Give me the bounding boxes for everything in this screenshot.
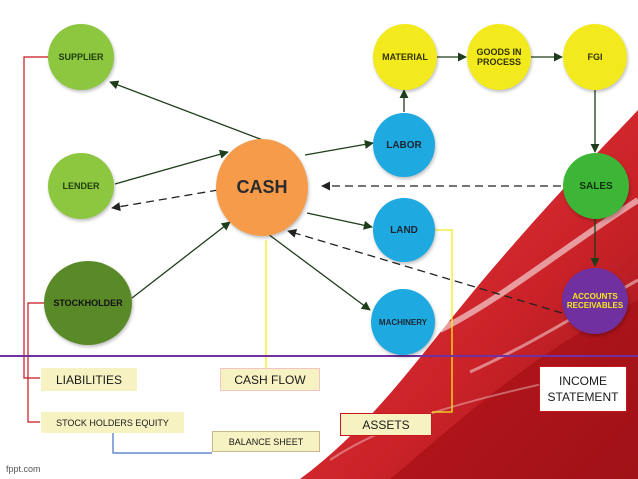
label-balance-sheet: BALANCE SHEET xyxy=(212,431,320,452)
label-income-statement: INCOME STATEMENT xyxy=(539,366,627,412)
edge-cash-to-machinery xyxy=(267,233,371,311)
equity-bracket xyxy=(27,302,45,423)
label-liabilities: LIABILITIES xyxy=(41,368,137,391)
label-assets: ASSETS xyxy=(340,413,432,436)
assets-connector xyxy=(428,229,453,413)
edge-cash-to-lender xyxy=(111,189,219,212)
footer-watermark: fppt.com xyxy=(6,464,41,474)
node-accounts-receivables: ACCOUNTS RECEIVABLES xyxy=(562,268,628,334)
node-machinery: MACHINERY xyxy=(371,289,435,355)
edge-receivables-to-cash xyxy=(287,228,563,314)
node-cash: CASH xyxy=(216,139,308,236)
edge-cash-to-labor xyxy=(304,139,374,156)
edge-cash-to-supplier xyxy=(109,80,269,143)
label-cash-flow: CASH FLOW xyxy=(220,368,320,391)
node-material: MATERIAL xyxy=(373,24,437,90)
node-fgi: FGI xyxy=(563,24,627,90)
node-lender: LENDER xyxy=(48,153,114,219)
node-stockholder: STOCKHOLDER xyxy=(44,261,132,345)
node-land: LAND xyxy=(373,198,435,262)
node-supplier: SUPPLIER xyxy=(48,24,114,90)
node-goods-in-process: GOODS IN PROCESS xyxy=(467,24,531,90)
liabilities-bracket xyxy=(23,56,49,379)
edge-stockholder-to-cash xyxy=(131,221,231,299)
label-stock-holders-equity: STOCK HOLDERS EQUITY xyxy=(41,412,184,433)
balance-sheet-connector xyxy=(112,432,212,454)
edge-cash-to-land xyxy=(306,212,373,230)
node-labor: LABOR xyxy=(373,113,435,177)
node-sales: SALES xyxy=(563,153,629,219)
edge-lender-to-cash xyxy=(114,149,229,185)
